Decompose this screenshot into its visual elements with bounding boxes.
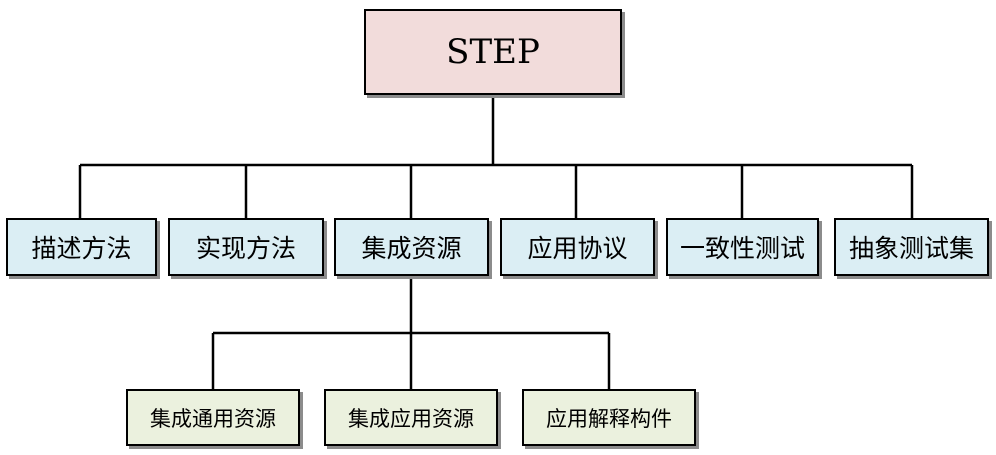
- node-conformance-testing: 一致性测试: [666, 218, 819, 276]
- node-application-protocol: 应用协议: [500, 218, 655, 276]
- root-node-step: STEP: [364, 9, 622, 95]
- node-label: 一致性测试: [679, 234, 805, 263]
- node-label: 实现方法: [195, 234, 296, 263]
- node-label: 描述方法: [31, 234, 132, 263]
- node-implementation-method: 实现方法: [168, 218, 324, 276]
- root-node-label: STEP: [446, 32, 540, 72]
- node-label: 抽象测试集: [848, 234, 974, 263]
- node-label: 应用协议: [527, 234, 628, 263]
- node-application-interpreted-constructs: 应用解释构件: [522, 389, 696, 446]
- node-label: 应用解释构件: [546, 406, 672, 431]
- node-integrated-generic-resources: 集成通用资源: [126, 389, 300, 446]
- node-integrated-application-resources: 集成应用资源: [324, 389, 498, 446]
- node-description-method: 描述方法: [6, 218, 157, 276]
- node-abstract-test-suite: 抽象测试集: [834, 218, 989, 276]
- node-label: 集成通用资源: [150, 406, 276, 431]
- node-label: 集成资源: [361, 234, 462, 263]
- node-integrated-resources: 集成资源: [334, 218, 489, 276]
- node-label: 集成应用资源: [348, 406, 474, 431]
